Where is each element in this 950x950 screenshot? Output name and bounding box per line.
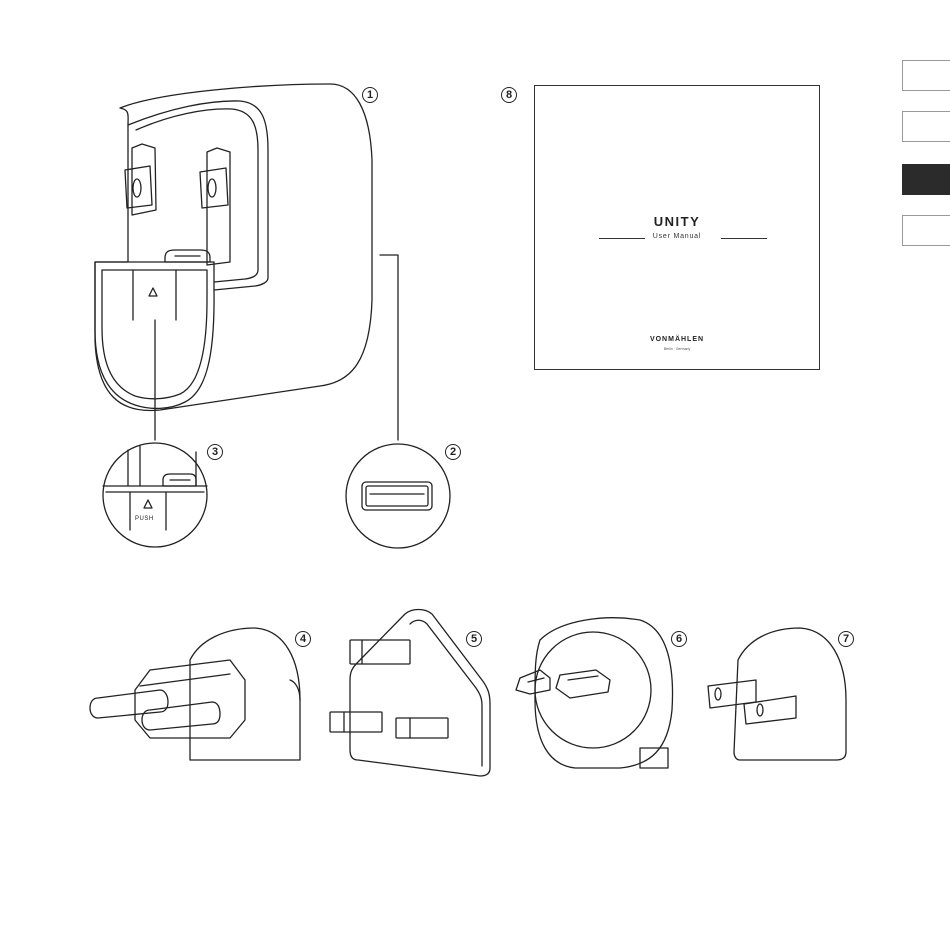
- eu-plug-adapter: [90, 628, 300, 760]
- usb-port-detail-zoom: [346, 444, 450, 548]
- push-label: PUSH: [135, 516, 154, 522]
- manual-tagline: Berlin · Germany: [535, 347, 819, 351]
- callout-2: 2: [445, 444, 461, 460]
- manual-brand: VONMÄHLEN: [535, 336, 819, 343]
- au-plug-adapter: [516, 618, 673, 768]
- callout-3: 3: [207, 444, 223, 460]
- us-plug-adapter: [708, 628, 846, 760]
- manual-subtitle: User Manual: [535, 233, 819, 240]
- manual-title: UNITY: [535, 214, 819, 229]
- callout-6: 6: [671, 631, 687, 647]
- charger-body-illustration: [95, 84, 398, 440]
- user-manual-booklet: UNITY User Manual VONMÄHLEN Berlin · Ger…: [534, 85, 820, 370]
- push-detail-zoom: [103, 443, 207, 547]
- callout-1: 1: [362, 87, 378, 103]
- callout-8: 8: [501, 87, 517, 103]
- callout-4: 4: [295, 631, 311, 647]
- callout-7: 7: [838, 631, 854, 647]
- manual-rule-right: [721, 238, 767, 239]
- callout-5: 5: [466, 631, 482, 647]
